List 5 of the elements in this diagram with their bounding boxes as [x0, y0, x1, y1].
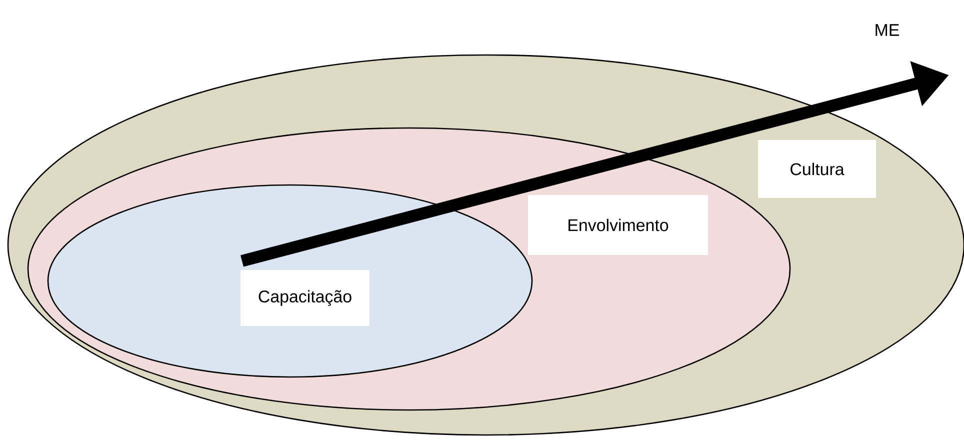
axis-label: ME	[876, 24, 899, 36]
label-box: Cultura	[758, 140, 876, 198]
label-box: Capacitação	[240, 270, 370, 326]
label-box: Envolvimento	[528, 195, 708, 255]
ellipse-region	[47, 184, 533, 378]
